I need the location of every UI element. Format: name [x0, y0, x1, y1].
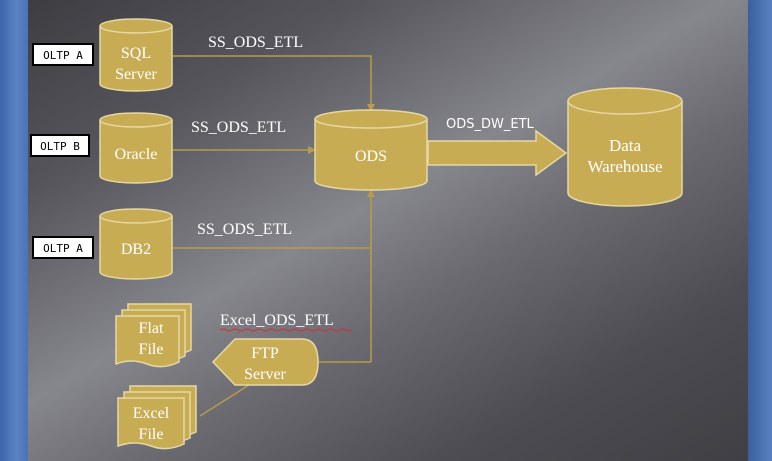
- spellcheck-underline: [219, 328, 353, 332]
- excel-file-label-line2: File: [139, 426, 164, 443]
- oracle-database: Oracle: [99, 112, 173, 184]
- connector-sqlserver-to-ods: [173, 55, 372, 112]
- flat-file-document: Flat File: [115, 303, 192, 368]
- sql-server-label-line1: SQL: [121, 45, 151, 62]
- tag-oltp-sql-server-text: OLTP A: [43, 49, 83, 62]
- arrowhead-oracle: [308, 146, 316, 154]
- etl-label-db2: SS_ODS_ETL: [197, 221, 292, 238]
- tag-oltp-oracle: OLTP B: [30, 134, 90, 157]
- etl-label-ods-to-dw: ODS_DW_ETL: [446, 117, 535, 132]
- data-warehouse-database: Data Warehouse: [567, 87, 683, 207]
- tag-oltp-db2: OLTP A: [32, 236, 94, 259]
- oracle-label: Oracle: [115, 146, 158, 163]
- data-warehouse-label-line2: Warehouse: [587, 157, 662, 176]
- sql-server-label-line2: Server: [115, 66, 157, 83]
- ods-label: ODS: [355, 148, 387, 165]
- connector-db2-to-ods: [173, 197, 372, 249]
- flat-file-label-line2: File: [139, 341, 164, 358]
- etl-architecture-diagram: SQL Server Oracle DB2 ODS Data Warehouse…: [30, 18, 683, 450]
- arrowhead-sqlserver: [367, 104, 375, 112]
- tag-oltp-db2-text: OLTP A: [43, 242, 83, 255]
- ods-database: ODS: [314, 109, 428, 191]
- tag-oltp-oracle-text: OLTP B: [40, 140, 80, 153]
- etl-label-excel: Excel_ODS_ETL: [220, 312, 334, 329]
- ods-to-warehouse-arrow: [427, 129, 568, 177]
- arrowhead-db2: [367, 189, 375, 197]
- ftp-server-label-line2: Server: [244, 366, 286, 383]
- flat-file-label-line1: Flat: [139, 320, 164, 337]
- ftp-server-label-line1: FTP: [251, 345, 279, 362]
- db2-label: DB2: [121, 241, 151, 258]
- excel-file-document: Excel File: [117, 385, 197, 450]
- etl-label-sql-server: SS_ODS_ETL: [208, 34, 303, 51]
- excel-file-label-line1: Excel: [133, 405, 170, 422]
- right-window-frame: [748, 0, 772, 461]
- diagram-slide: SQL Server Oracle DB2 ODS Data Warehouse…: [28, 0, 748, 461]
- etl-label-oracle: SS_ODS_ETL: [191, 119, 286, 136]
- tag-oltp-sql-server: OLTP A: [32, 43, 94, 66]
- sql-server-database: SQL Server: [99, 18, 173, 92]
- db2-database: DB2: [99, 208, 173, 280]
- left-window-frame: [0, 0, 28, 461]
- data-warehouse-label-line1: Data: [609, 136, 642, 155]
- ftp-server-shape: FTP Server: [211, 338, 319, 386]
